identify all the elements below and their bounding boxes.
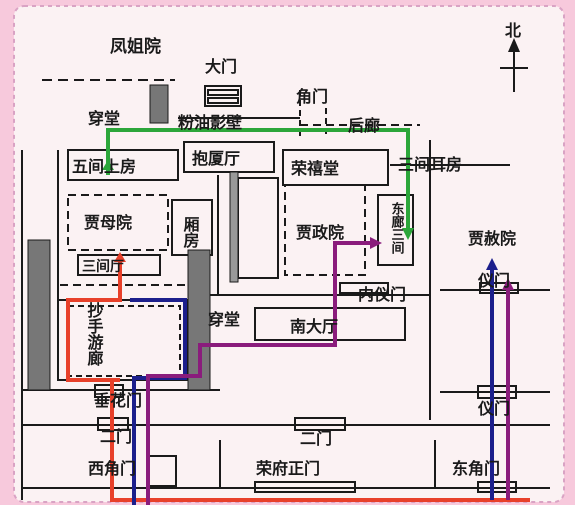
route-red <box>66 258 530 502</box>
label-yimen-right: 仪门 <box>477 271 510 290</box>
label-fengjie-yuan: 凤姐院 <box>110 36 161 57</box>
route-green <box>106 128 410 235</box>
label-jiamu-yuan: 贾母院 <box>84 213 132 232</box>
label-dong-lang-sanjian: 东廊三间 <box>389 201 405 255</box>
route-arrowheads <box>102 160 514 290</box>
label-wujian-shangfang: 五间上房 <box>72 157 136 176</box>
label-jiao-men-top: 角门 <box>296 87 328 106</box>
label-rongxi-tang: 荣禧堂 <box>290 159 339 178</box>
place-labels: 凤姐院 大门 角门 粉油影壁 后廊 穿堂 五间上房 抱厦厅 荣禧堂 三间耳房 贾… <box>72 36 516 478</box>
label-chuan-tang-left: 穿堂 <box>88 109 120 128</box>
label-chaoshou-youlang: 抄手游廊 <box>85 301 104 367</box>
label-baoxia-ting: 抱厦厅 <box>192 149 240 168</box>
north-compass: 北 <box>500 21 528 92</box>
label-chuan-tang-mid: 穿堂 <box>208 310 240 329</box>
label-hou-lang: 后廊 <box>348 116 380 135</box>
north-label: 北 <box>505 21 521 40</box>
label-dong-jiaomen: 东角门 <box>452 459 500 478</box>
hatched-walls <box>27 84 239 391</box>
label-sanjian-erfang: 三间耳房 <box>398 155 462 174</box>
label-er-men-left: 二门 <box>100 427 132 446</box>
label-sanjian-ting: 三间厅 <box>82 258 124 275</box>
label-er-men-mid: 二门 <box>300 429 332 448</box>
label-nan-dating: 南大厅 <box>290 317 338 336</box>
label-jiashe-yuan: 贾赦院 <box>468 229 516 248</box>
label-xiang-fang: 厢房 <box>181 216 200 249</box>
label-fenyou-yingbi: 粉油影壁 <box>178 113 242 132</box>
label-rongfu-zhengmen: 荣府正门 <box>255 459 320 478</box>
label-jiazheng-yuan: 贾政院 <box>296 223 344 242</box>
label-xi-jiaomen: 西角门 <box>88 459 136 478</box>
route-purple <box>146 241 510 505</box>
gate-steps <box>207 89 239 104</box>
building-outlines <box>21 79 550 500</box>
label-yimen-lower: 仪门 <box>477 399 510 418</box>
label-da-men: 大门 <box>205 57 237 76</box>
label-chuihua-men: 垂花门 <box>94 391 142 410</box>
label-nei-yimen: 内仪门 <box>358 285 406 304</box>
